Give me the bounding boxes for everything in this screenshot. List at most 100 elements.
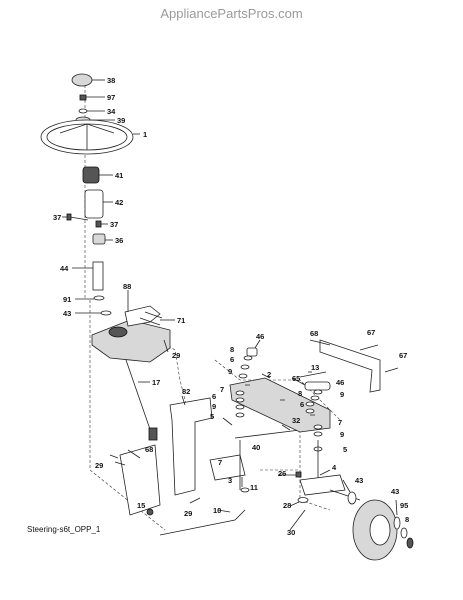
- washer-5-left: [235, 412, 245, 418]
- spacer-44: [92, 261, 104, 291]
- washer-8-top: [243, 355, 253, 361]
- leader-lines: [62, 79, 398, 531]
- washer-11: [240, 487, 250, 493]
- gear-88: [108, 326, 128, 338]
- callout-11: 11: [250, 483, 258, 492]
- callout-15: 15: [137, 501, 145, 510]
- frame-68-right: [319, 339, 381, 393]
- callout-9-lower: 9: [340, 430, 344, 439]
- washer-7-left: [235, 390, 245, 396]
- callout-28: 28: [283, 501, 291, 510]
- callout-36: 36: [115, 236, 123, 245]
- callout-71: 71: [177, 316, 185, 325]
- callout-97: 97: [107, 93, 115, 102]
- callout-43-lower: 43: [355, 476, 363, 485]
- steering-gear-housing: [91, 319, 171, 363]
- support-bracket-left: [119, 444, 161, 516]
- bolt-37-right: [95, 220, 102, 228]
- callout-37-left: 37: [53, 213, 61, 222]
- callout-43-top: 43: [63, 309, 71, 318]
- washer-7-lower: [313, 424, 323, 430]
- callout-13: 13: [311, 363, 319, 372]
- callout-30: 30: [287, 528, 295, 537]
- washer-43-wheel: [393, 516, 401, 530]
- callout-4: 4: [332, 463, 337, 472]
- callout-88: 88: [123, 282, 131, 291]
- callout-29-left: 29: [95, 461, 103, 470]
- callout-10: 10: [213, 506, 221, 515]
- callout-6-left: 6: [212, 392, 216, 401]
- spindle-arm-right: [299, 474, 346, 496]
- callout-43-wheel: 43: [391, 487, 399, 496]
- nut-97: [79, 94, 87, 101]
- steering-wheel-spokes: [59, 123, 115, 150]
- washer-43-lower: [347, 491, 357, 505]
- callout-46-top: 46: [256, 332, 264, 341]
- callout-29-top: 29: [172, 351, 180, 360]
- gear-teeth: [139, 311, 163, 326]
- bolt-head-37-left: [66, 213, 72, 221]
- washer-43-top: [100, 310, 112, 316]
- steering-cap: [71, 73, 93, 87]
- bushing-46-top: [246, 347, 258, 357]
- drag-link: [159, 509, 246, 536]
- nut-15: [146, 508, 154, 516]
- callout-65: 65: [292, 374, 300, 383]
- washer-6-top: [240, 364, 250, 370]
- callout-32: 32: [292, 416, 300, 425]
- callout-9-right: 9: [340, 390, 344, 399]
- callout-37-right: 37: [110, 220, 118, 229]
- callout-8-right: 8: [298, 389, 302, 398]
- washer-9-top: [238, 373, 248, 379]
- callout-67-top: 67: [367, 328, 375, 337]
- watermark: AppliancePartsPros.com: [160, 6, 303, 21]
- bolt-26: [295, 471, 302, 478]
- bolt-29-top: [163, 339, 169, 353]
- callout-95: 95: [400, 501, 408, 510]
- extension-42: [84, 189, 104, 219]
- callout-91: 91: [63, 295, 71, 304]
- bracket-82: [169, 397, 213, 496]
- washer-91: [93, 295, 105, 301]
- callout-29-bottom: 29: [184, 509, 192, 518]
- washer-9-left: [235, 404, 245, 410]
- callout-17: 17: [152, 378, 160, 387]
- callout-5-lower: 5: [343, 445, 347, 454]
- pivot-tube: [304, 381, 331, 391]
- bolt-67-b: [384, 367, 399, 373]
- washer-95: [400, 527, 408, 539]
- bushing-36: [92, 233, 106, 245]
- callout-41: 41: [115, 171, 123, 180]
- callout-68-left: 68: [145, 445, 153, 454]
- bushing-46-right: [313, 389, 323, 395]
- diagram-caption: Steering-s6t_OPP_1: [27, 525, 101, 534]
- callout-42: 42: [115, 198, 123, 207]
- callout-9-top: 9: [228, 367, 232, 376]
- washer-28: [297, 497, 309, 503]
- callout-39: 39: [117, 116, 125, 125]
- pivot-bar: [234, 429, 301, 439]
- bolt-29-bottom: [189, 497, 201, 504]
- callout-8-wheel: 8: [405, 515, 409, 524]
- bolt-29-left-a: [109, 454, 119, 459]
- front-axle: [229, 377, 331, 433]
- front-axle-holes: [245, 384, 315, 416]
- shaft-end: [148, 427, 158, 441]
- washer-8-right: [305, 401, 315, 407]
- adapter-41: [82, 166, 100, 184]
- callout-7-left: 7: [220, 385, 224, 394]
- callout-7-center: 7: [218, 458, 222, 467]
- callout-5-left: 5: [210, 412, 214, 421]
- washer-34: [78, 108, 88, 114]
- callout-46-right: 46: [336, 378, 344, 387]
- washer-9-right: [310, 395, 320, 401]
- callout-68-right: 68: [310, 329, 318, 338]
- callout-44: 44: [60, 264, 69, 273]
- front-wheel-hub: [369, 514, 391, 546]
- steering-shaft: [125, 359, 153, 436]
- bolt-37-left: [69, 216, 89, 221]
- callout-40: 40: [252, 443, 260, 452]
- cap-8: [406, 537, 414, 549]
- callout-7-lower: 7: [338, 418, 342, 427]
